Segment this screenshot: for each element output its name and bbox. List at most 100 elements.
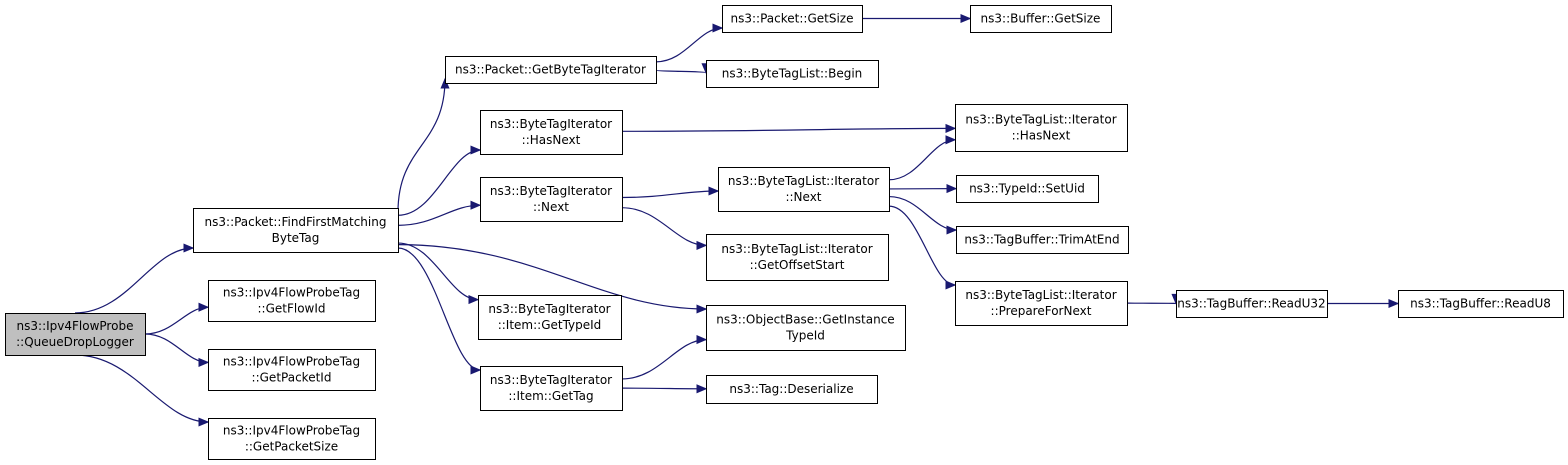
edge-getByteTagIter-to-btlBegin [655, 63, 711, 74]
arrow-head-icon [945, 280, 957, 290]
node-label: ns3::ByteTagIterator [490, 184, 612, 198]
node-box [956, 175, 1099, 203]
arrow-head-icon [1388, 298, 1400, 309]
node-itemGetTypeId[interactable]: ns3::ByteTagIterator::Item::GetTypeId [478, 295, 622, 340]
node-btliGetOffsetStart[interactable]: ns3::ByteTagList::Iterator::GetOffsetSta… [706, 234, 889, 281]
edge-line [397, 242, 479, 301]
nodes-layer: ns3::Ipv4FlowProbe::QueueDropLoggerns3::… [5, 5, 1564, 460]
edge-line [888, 139, 956, 181]
edge-line [621, 387, 707, 390]
node-box [706, 305, 906, 351]
node-box [480, 177, 623, 222]
edge-findFirst-to-btiNext [397, 200, 482, 226]
node-tbReadU32[interactable]: ns3::TagBuffer::ReadU32 [1176, 290, 1328, 318]
node-label: ::HasNext [1012, 129, 1071, 143]
node-label: ::Item::GetTag [508, 389, 593, 403]
node-label: ::HasNext [522, 133, 581, 147]
node-label: ByteTag [272, 231, 320, 245]
arrow-head-icon [470, 365, 482, 375]
node-box [445, 56, 657, 84]
edge-getByteTagIter-to-pktGetSize [655, 23, 724, 63]
node-box [1398, 290, 1564, 318]
node-getPacketSize[interactable]: ns3::Ipv4FlowProbeTag::GetPacketSize [208, 418, 376, 460]
node-label: ns3::ByteTagIterator [490, 373, 612, 387]
node-btiHasNext[interactable]: ns3::ByteTagIterator::HasNext [480, 110, 623, 155]
edge-line [74, 247, 194, 314]
arrow-head-icon [708, 186, 720, 196]
edge-line [397, 244, 707, 310]
arrow-head-icon [960, 13, 972, 24]
edge-btiHasNext-to-btliHasNext [621, 123, 957, 133]
node-btlBegin[interactable]: ns3::ByteTagList::Begin [706, 60, 879, 88]
edge-line [888, 205, 956, 286]
edge-line [621, 127, 956, 132]
arrow-head-icon [468, 295, 480, 305]
node-label: ns3::ByteTagList::Iterator [728, 174, 879, 188]
node-tbTrimAtEnd[interactable]: ns3::TagBuffer::TrimAtEnd [956, 226, 1129, 254]
node-box [706, 234, 889, 281]
node-root[interactable]: ns3::Ipv4FlowProbe::QueueDropLogger [5, 313, 146, 356]
edge-btliNext-to-typeIdSetUid [888, 184, 958, 194]
node-box [970, 5, 1112, 33]
node-box [706, 60, 879, 88]
edge-line [621, 339, 707, 380]
node-label: ns3::ByteTagList::Iterator [965, 288, 1116, 302]
edge-line [397, 204, 481, 226]
node-label: ns3::ByteTagList::Iterator [721, 242, 872, 256]
node-label: ns3::TagBuffer::ReadU8 [1410, 297, 1551, 311]
edge-line [655, 69, 707, 74]
node-label: ::PrepareForNext [991, 304, 1092, 318]
node-btliHasNext[interactable]: ns3::ByteTagList::Iterator::HasNext [955, 104, 1128, 152]
edge-line [397, 247, 481, 371]
node-label: ns3::Tag::Deserialize [729, 382, 853, 396]
edge-findFirst-to-objGetInstanceTypeId [397, 244, 708, 314]
node-getFlowId[interactable]: ns3::Ipv4FlowProbeTag::GetFlowId [208, 280, 376, 322]
node-tbReadU8[interactable]: ns3::TagBuffer::ReadU8 [1398, 290, 1564, 318]
node-bufGetSize[interactable]: ns3::Buffer::GetSize [970, 5, 1112, 33]
node-label: ns3::Buffer::GetSize [981, 12, 1101, 26]
node-getPacketId[interactable]: ns3::Ipv4FlowProbeTag::GetPacketId [208, 349, 376, 391]
edge-btliPrepareForNext-to-tbReadU32 [1126, 293, 1181, 305]
edge-findFirst-to-itemGetTag [397, 247, 482, 375]
node-label: ns3::Packet::FindFirstMatching [205, 215, 387, 229]
node-label: ns3::Packet::GetByteTagIterator [455, 63, 646, 77]
arrow-head-icon [198, 357, 210, 367]
node-box [955, 281, 1128, 326]
edge-tbReadU32-to-tbReadU8 [1326, 298, 1400, 309]
arrow-head-icon [946, 184, 958, 194]
node-label: ns3::TagBuffer::ReadU32 [1177, 297, 1325, 311]
node-label: TypeId [785, 329, 825, 343]
node-btliPrepareForNext[interactable]: ns3::ByteTagList::Iterator::PrepareForNe… [955, 281, 1128, 326]
arrow-head-icon [945, 135, 957, 145]
node-box [1176, 290, 1328, 318]
edge-line [397, 78, 446, 213]
node-label: ns3::Packet::GetSize [731, 12, 854, 26]
arrow-head-icon [198, 302, 210, 312]
node-itemGetTag[interactable]: ns3::ByteTagIterator::Item::GetTag [480, 366, 623, 411]
edge-findFirst-to-getByteTagIter [397, 77, 450, 213]
edge-itemGetTag-to-objGetInstanceTypeId [621, 335, 708, 380]
node-pktGetSize[interactable]: ns3::Packet::GetSize [722, 5, 863, 33]
node-typeIdSetUid[interactable]: ns3::TypeId::SetUid [956, 175, 1099, 203]
edge-root-to-getPacketSize [74, 354, 210, 427]
node-box [706, 375, 878, 404]
node-label: ns3::ObjectBase::GetInstance [716, 313, 894, 327]
node-box [480, 110, 623, 155]
edge-btliNext-to-tbTrimAtEnd [888, 195, 958, 235]
node-getByteTagIter[interactable]: ns3::Packet::GetByteTagIterator [445, 56, 657, 84]
node-tagDeserialize[interactable]: ns3::Tag::Deserialize [706, 375, 878, 404]
node-label: ::GetOffsetStart [750, 258, 845, 272]
edge-btiNext-to-btliNext [621, 186, 720, 199]
node-box [480, 366, 623, 411]
edges-layer [74, 13, 1400, 427]
node-btiNext[interactable]: ns3::ByteTagIterator::Next [480, 177, 623, 222]
node-box [5, 313, 146, 356]
arrow-head-icon [946, 225, 958, 235]
node-btliNext[interactable]: ns3::ByteTagList::Iterator::Next [718, 167, 890, 212]
node-label: ns3::Ipv4FlowProbeTag [223, 286, 360, 300]
node-label: ::Next [785, 190, 821, 204]
edge-root-to-getPacketId [144, 333, 210, 367]
edge-btliNext-to-btliPrepareForNext [888, 205, 957, 290]
